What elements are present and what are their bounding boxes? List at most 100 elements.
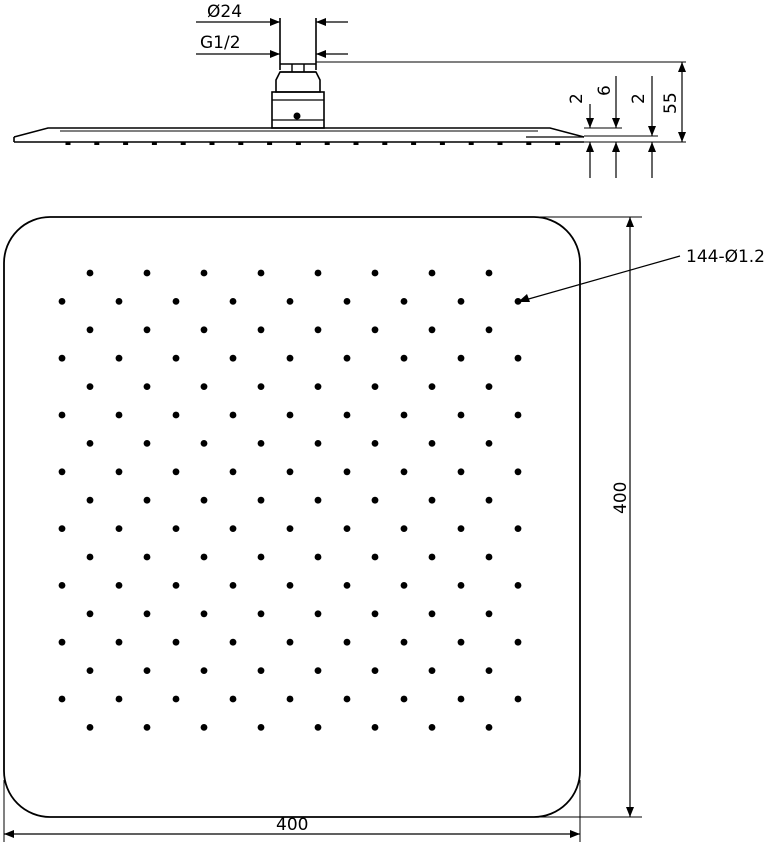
- side-nozzles: [65, 142, 561, 145]
- nozzle-hole: [485, 496, 493, 504]
- dim-pipe-diameter: Ø24: [196, 2, 348, 26]
- pipe-body: [279, 18, 317, 73]
- nozzle-hole: [428, 383, 436, 390]
- dim-total-height: 55: [661, 62, 686, 142]
- nozzle-hole: [257, 553, 265, 561]
- swivel-nut: [271, 71, 325, 129]
- nozzle-hole: [428, 440, 436, 447]
- nozzle-hole: [143, 724, 151, 731]
- nozzle-hole: [143, 553, 151, 561]
- dim-total-height-label: 55: [661, 92, 681, 114]
- nozzle-hole: [257, 610, 265, 618]
- dim-height-label: 400: [611, 482, 631, 514]
- nozzle-hole: [400, 298, 408, 305]
- dim-thread-label: G1/2: [200, 33, 241, 53]
- nozzle-hole: [371, 326, 379, 334]
- nozzle-hole: [143, 383, 151, 390]
- nozzle-hole: [200, 553, 208, 561]
- side-nozzle-tip: [209, 142, 215, 145]
- nozzle-hole: [115, 468, 123, 476]
- nozzle-hole: [457, 695, 465, 703]
- nozzle-hole: [400, 638, 408, 646]
- nozzle-hole: [86, 553, 94, 561]
- nozzle-hole: [58, 695, 66, 703]
- nozzle-hole: [143, 269, 151, 277]
- nozzle-hole: [200, 440, 208, 447]
- nozzle-hole: [58, 638, 66, 646]
- dim-plate-height-label: 6: [595, 85, 615, 96]
- dim-width: 400: [3, 780, 581, 842]
- nozzle-hole: [428, 496, 436, 504]
- nozzle-hole: [514, 638, 522, 646]
- nozzle-hole: [371, 496, 379, 504]
- nozzle-hole: [58, 582, 66, 589]
- side-nozzle-tip: [180, 142, 186, 145]
- nozzle-hole: [514, 468, 522, 476]
- nozzle-hole: [200, 496, 208, 504]
- nozzle-hole: [457, 298, 465, 305]
- nozzle-hole: [457, 411, 465, 419]
- nozzle-hole: [58, 298, 66, 305]
- nozzle-hole: [314, 269, 322, 277]
- nozzle-hole: [143, 326, 151, 334]
- nozzle-hole: [115, 298, 123, 305]
- nozzle-hole: [115, 411, 123, 419]
- nozzle-hole: [200, 724, 208, 731]
- nozzle-hole: [428, 610, 436, 618]
- nozzle-hole: [314, 326, 322, 334]
- nozzle-hole: [371, 383, 379, 390]
- nozzle-hole: [400, 354, 408, 362]
- nozzle-hole: [143, 496, 151, 504]
- nozzle-hole: [485, 440, 493, 447]
- nozzle-hole: [86, 724, 94, 731]
- nozzle-hole: [172, 525, 180, 532]
- nozzle-hole: [172, 468, 180, 476]
- side-nozzle-tip: [151, 142, 157, 145]
- set-screw-icon: [293, 112, 301, 120]
- nozzle-hole: [115, 354, 123, 362]
- nozzle-hole: [428, 326, 436, 334]
- nozzle-hole: [371, 667, 379, 674]
- nozzle-hole: [58, 411, 66, 419]
- nozzle-hole: [343, 525, 351, 532]
- nozzle-hole: [428, 553, 436, 561]
- side-nozzle-tip: [123, 142, 129, 145]
- nozzle-hole: [343, 582, 351, 589]
- nozzle-hole: [343, 468, 351, 476]
- nozzle-hole: [200, 610, 208, 618]
- side-nozzle-tip: [497, 142, 503, 145]
- dim-thread: G1/2: [196, 33, 348, 58]
- nozzle-hole: [371, 610, 379, 618]
- nozzle-hole: [343, 354, 351, 362]
- nozzle-hole: [200, 383, 208, 390]
- nozzle-hole: [400, 525, 408, 532]
- nozzle-hole: [371, 553, 379, 561]
- nozzle-hole: [314, 383, 322, 390]
- side-nozzle-tip: [238, 142, 244, 145]
- side-view: Ø24 G1/2 2 6: [13, 2, 686, 178]
- nozzle-hole: [286, 582, 294, 589]
- nozzle-hole: [115, 525, 123, 532]
- nozzle-callout: 144-Ø1.2: [517, 247, 765, 303]
- nozzle-hole: [457, 354, 465, 362]
- nozzle-hole: [58, 525, 66, 532]
- nozzle-hole: [172, 695, 180, 703]
- nozzle-hole: [86, 326, 94, 334]
- nozzle-hole: [257, 496, 265, 504]
- side-nozzle-tip: [382, 142, 388, 145]
- nozzle-hole: [286, 468, 294, 476]
- nozzle-grid: [58, 269, 522, 731]
- top-view: 144-Ø1.2 400 400: [3, 216, 765, 842]
- dim-gap-top: 2: [567, 93, 594, 178]
- nozzle-hole: [172, 582, 180, 589]
- nozzle-hole: [86, 383, 94, 390]
- nozzle-hole: [229, 525, 237, 532]
- nozzle-hole: [86, 269, 94, 277]
- dim-gap-bottom: 2: [629, 76, 656, 178]
- nozzle-hole: [314, 553, 322, 561]
- nozzle-hole: [343, 638, 351, 646]
- nozzle-hole: [286, 638, 294, 646]
- nozzle-hole: [115, 638, 123, 646]
- nozzle-hole: [172, 298, 180, 305]
- nozzle-hole: [143, 610, 151, 618]
